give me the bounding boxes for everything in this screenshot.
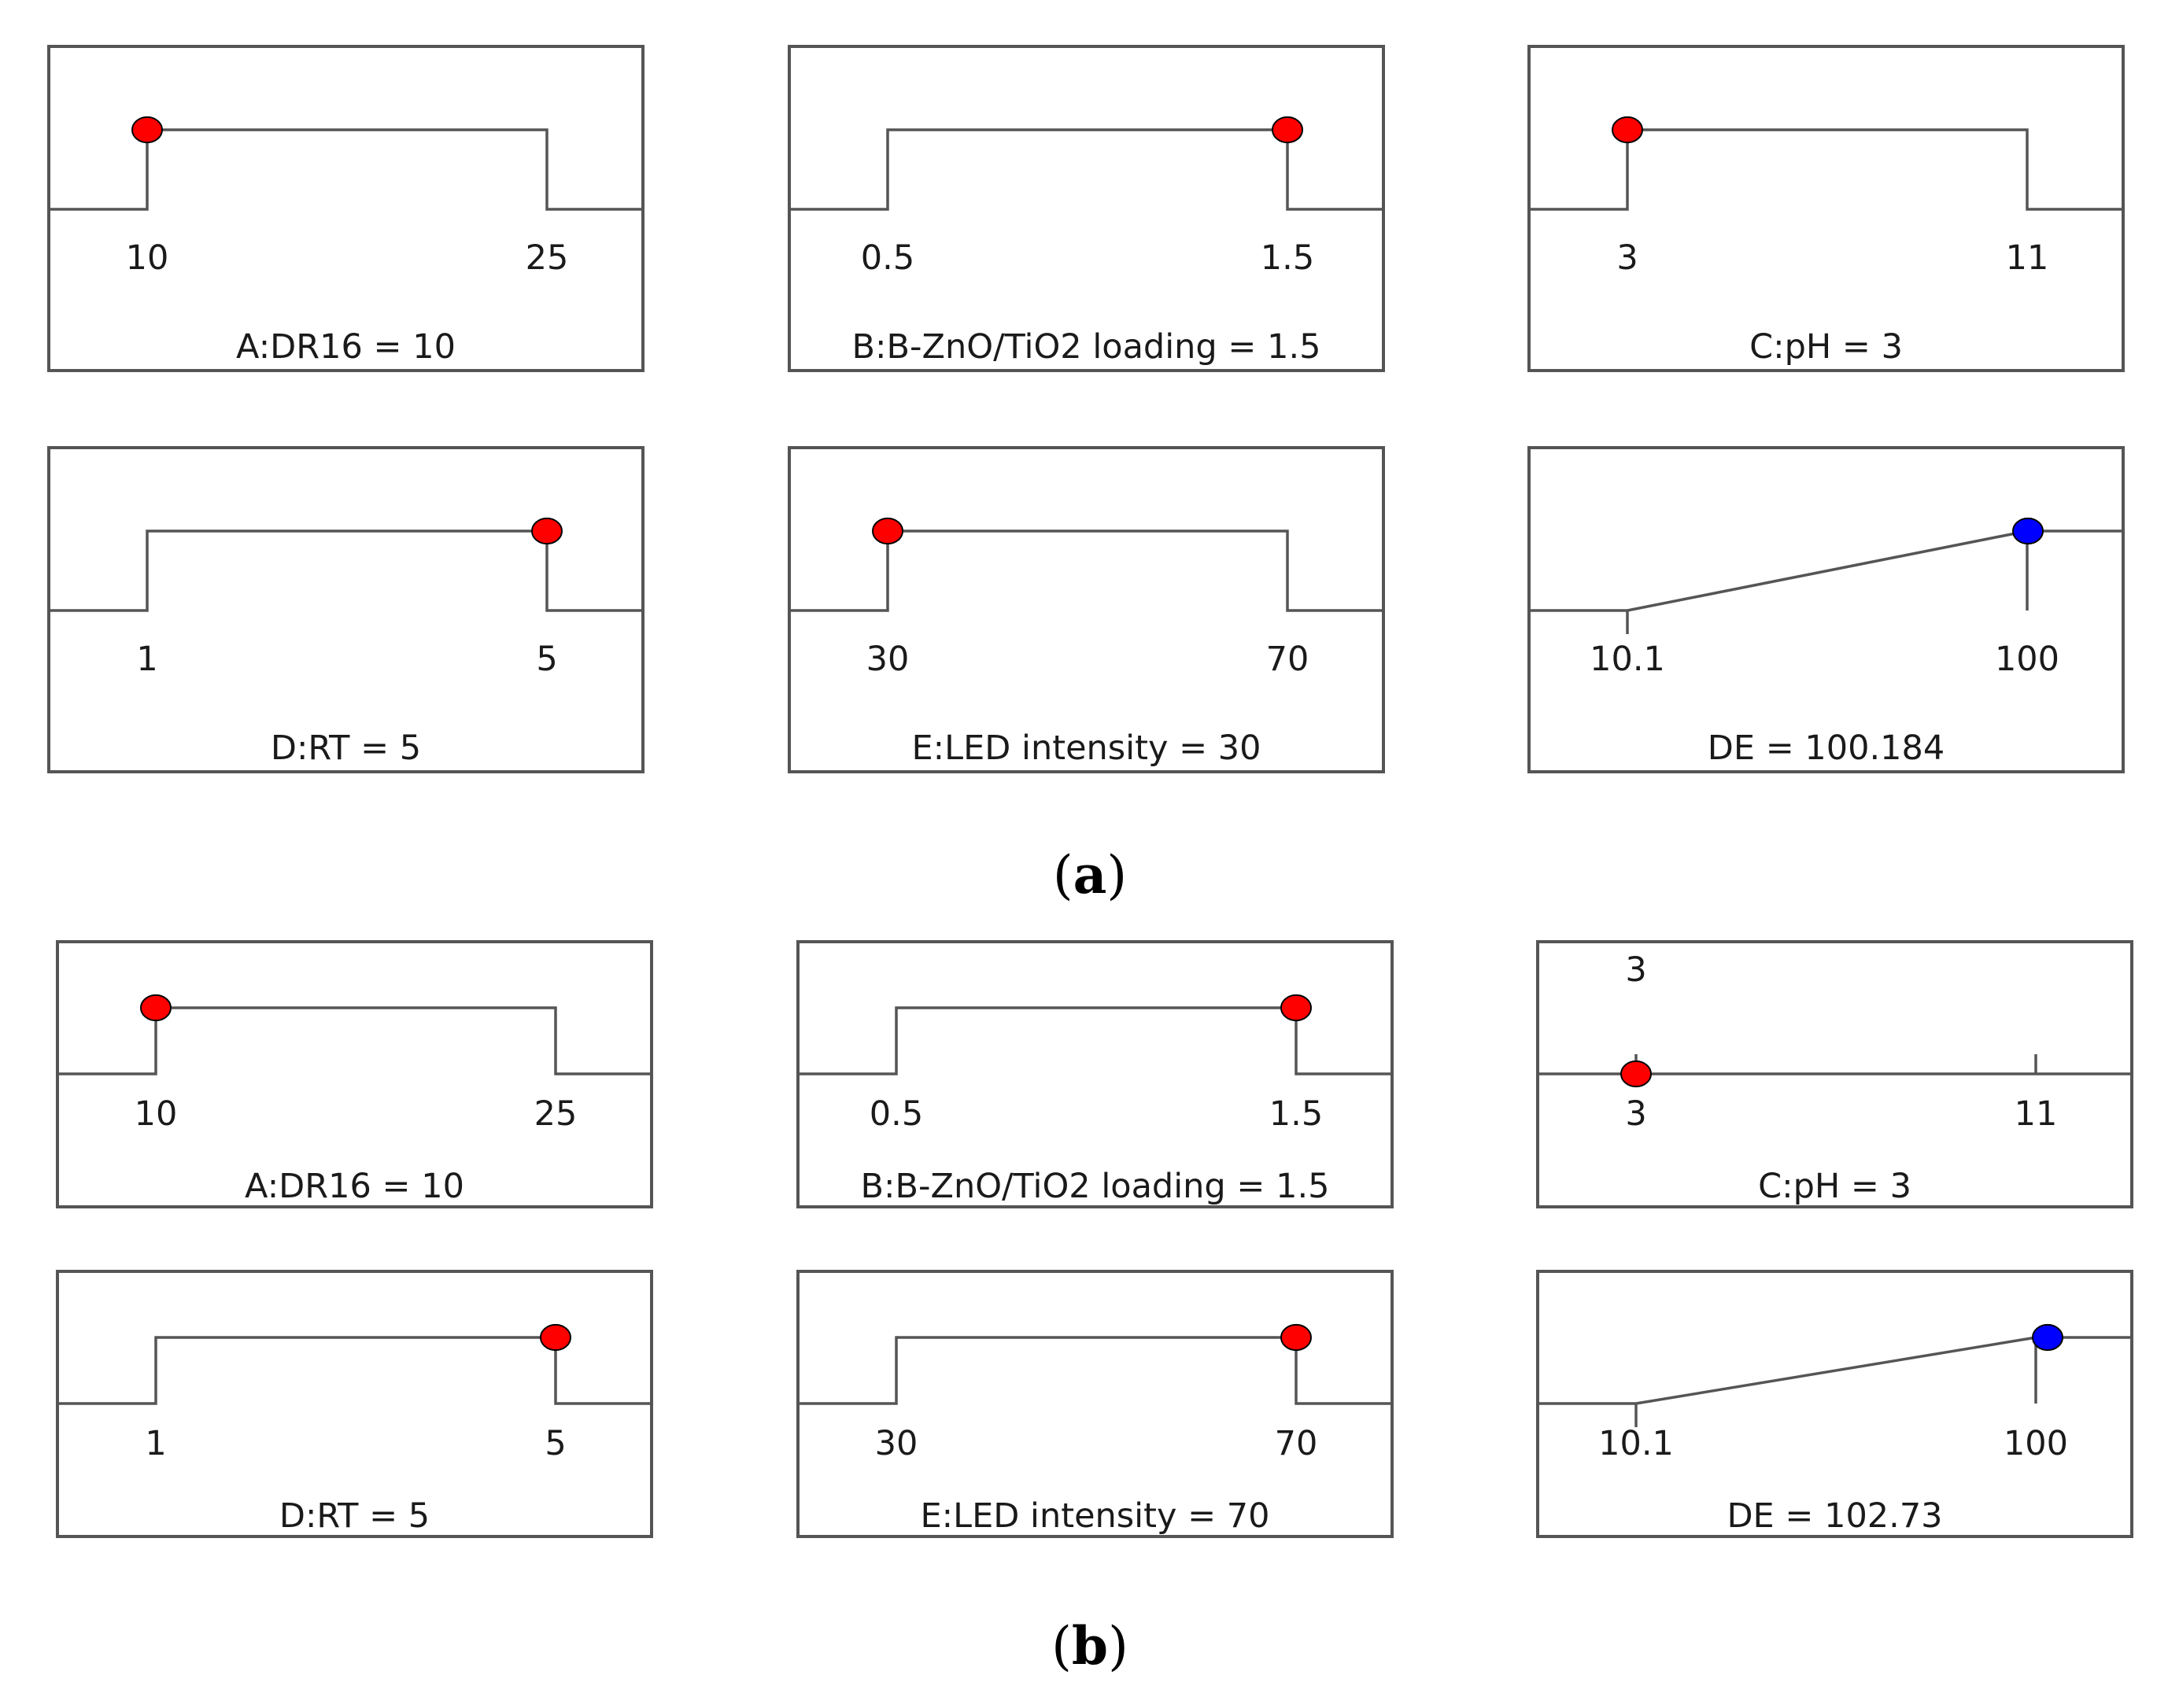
desirability-curve xyxy=(1529,128,2123,211)
subplot-title: A:DR16 = 10 xyxy=(245,1167,464,1206)
subplot-title: A:DR16 = 10 xyxy=(236,327,456,367)
subplot-title: DE = 100.184 xyxy=(1708,729,1945,768)
factor-point xyxy=(531,517,563,545)
subplot-title: B:B-ZnO/TiO2 loading = 1.5 xyxy=(852,327,1321,367)
factor-point xyxy=(1612,116,1643,144)
subplot-title: DE = 102.73 xyxy=(1727,1496,1942,1536)
subplot-title: E:LED intensity = 70 xyxy=(920,1496,1269,1536)
low-tick-label: 10.1 xyxy=(1590,640,1665,679)
factor-point xyxy=(872,517,903,545)
low-tick-label: 1 xyxy=(136,640,157,679)
high-tick-label: 5 xyxy=(545,1424,566,1463)
high-tick-label: 70 xyxy=(1266,640,1309,679)
high-tick-label: 1.5 xyxy=(1269,1094,1323,1134)
high-tick-label: 11 xyxy=(2015,1094,2058,1134)
high-tick-label: 25 xyxy=(526,238,569,278)
low-tick-label: 1 xyxy=(145,1424,166,1463)
subplot-title: C:pH = 3 xyxy=(1758,1167,1911,1206)
subplot-b-de: 10.1 100 DE = 102.73 xyxy=(1536,1270,2133,1538)
low-tick-label: 30 xyxy=(875,1424,918,1463)
caption-a-letter: a xyxy=(1073,844,1107,906)
low-tick-label: 10 xyxy=(126,238,169,278)
subplot-b-d: 1 5D:RT = 5 xyxy=(56,1270,653,1538)
high-tick-label: 5 xyxy=(536,640,557,679)
factor-point xyxy=(1280,1323,1312,1352)
desirability-curve xyxy=(49,529,643,612)
low-tick-label: 0.5 xyxy=(870,1094,923,1134)
subplot-a-e: 30 70E:LED intensity = 30 xyxy=(788,446,1385,773)
subplot-b-e: 30 70E:LED intensity = 70 xyxy=(796,1270,1394,1538)
desirability-curve xyxy=(49,128,643,211)
subplot-title: E:LED intensity = 30 xyxy=(911,729,1261,768)
caption-a: (a) xyxy=(1053,844,1127,906)
desirability-curve xyxy=(1529,529,2123,612)
low-tick-label: 30 xyxy=(866,640,910,679)
desirability-curve xyxy=(789,128,1383,211)
subplot-b-b: 0.5 1.5B:B-ZnO/TiO2 loading = 1.5 xyxy=(796,940,1394,1208)
factor-point xyxy=(140,994,172,1022)
factor-point xyxy=(1272,116,1303,144)
caption-b: (b) xyxy=(1051,1615,1128,1677)
desirability-curve xyxy=(798,1006,1392,1075)
desirability-curve xyxy=(57,1336,652,1405)
subplot-title: D:RT = 5 xyxy=(271,729,421,768)
subplot-a-de: 10.1 100 DE = 100.184 xyxy=(1527,446,2125,773)
subplot-a-d: 1 5D:RT = 5 xyxy=(47,446,644,773)
factor-point xyxy=(131,116,163,144)
subplot-a-a: 10 25A:DR16 = 10 xyxy=(47,45,644,372)
subplot-b-a: 10 25A:DR16 = 10 xyxy=(56,940,653,1208)
subplot-b-c: 3 3 11C:pH = 3 xyxy=(1536,940,2133,1208)
low-tick-label: 0.5 xyxy=(861,238,914,278)
target-label: 3 xyxy=(1625,950,1646,990)
factor-point xyxy=(540,1323,571,1352)
high-tick-label: 1.5 xyxy=(1261,238,1314,278)
desirability-curve xyxy=(1538,1336,2132,1405)
low-tick-label: 3 xyxy=(1616,238,1638,278)
subplot-title: D:RT = 5 xyxy=(279,1496,430,1536)
response-point xyxy=(2012,517,2044,545)
high-tick-label: 11 xyxy=(2006,238,2049,278)
subplot-a-b: 0.5 1.5B:B-ZnO/TiO2 loading = 1.5 xyxy=(788,45,1385,372)
subplot-a-c: 3 11C:pH = 3 xyxy=(1527,45,2125,372)
desirability-curve xyxy=(57,1006,652,1075)
factor-point xyxy=(1620,1060,1652,1088)
response-point xyxy=(2032,1323,2064,1352)
low-tick-label: 10 xyxy=(135,1094,178,1134)
low-tick-label: 3 xyxy=(1625,1094,1646,1134)
caption-b-letter: b xyxy=(1072,1615,1108,1677)
high-tick-label: 100 xyxy=(2004,1424,2068,1463)
subplot-title: C:pH = 3 xyxy=(1749,327,1903,367)
desirability-curve xyxy=(789,529,1383,612)
factor-point xyxy=(1280,994,1312,1022)
subplot-title: B:B-ZnO/TiO2 loading = 1.5 xyxy=(861,1167,1330,1206)
high-tick-label: 100 xyxy=(1995,640,2059,679)
desirability-curve xyxy=(798,1336,1392,1405)
high-tick-label: 25 xyxy=(534,1094,578,1134)
high-tick-label: 70 xyxy=(1275,1424,1318,1463)
low-tick-label: 10.1 xyxy=(1598,1424,1674,1463)
